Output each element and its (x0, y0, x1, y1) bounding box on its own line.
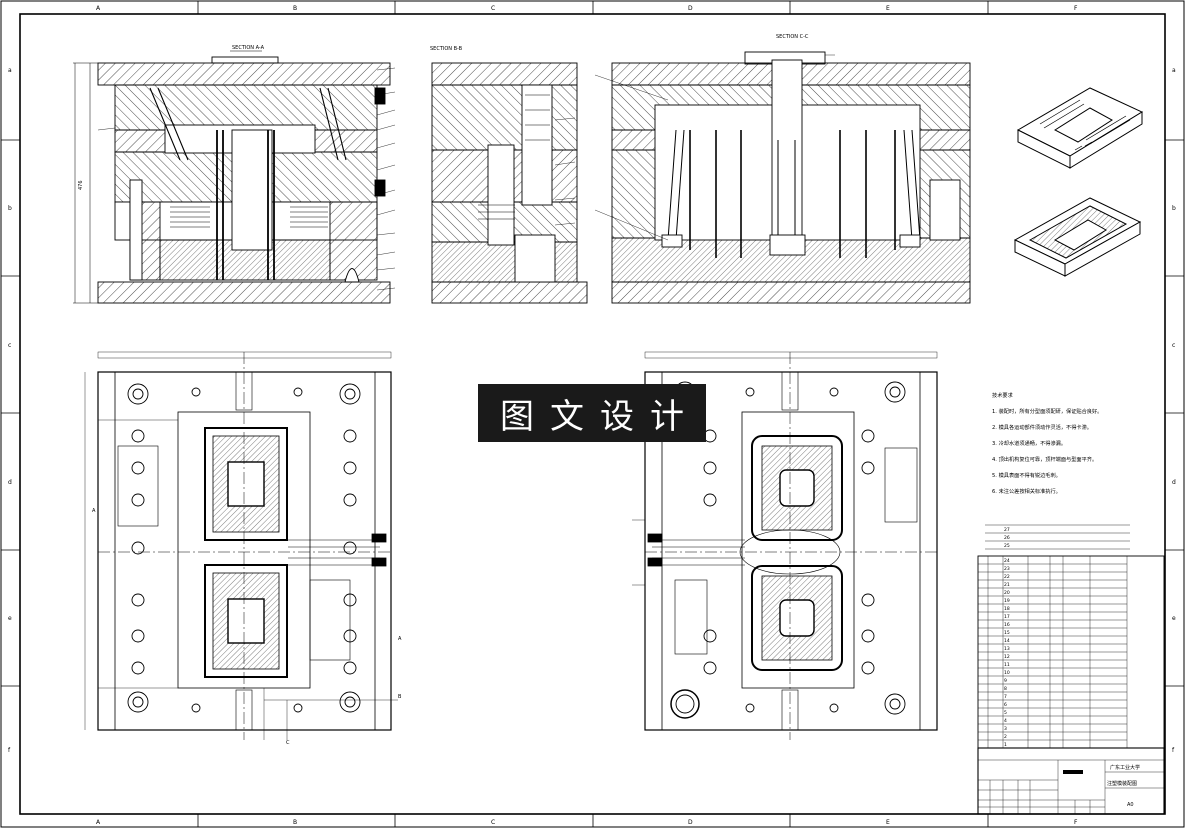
col-label: A (96, 5, 101, 12)
bom-item-number: 7 (1004, 694, 1007, 700)
note-line: 4. 顶出机构复位可靠，顶杆端面与型面平齐。 (992, 457, 1098, 463)
height-dimension: 476 (78, 180, 84, 190)
bom-table (977, 524, 1165, 749)
row-label: b (1172, 205, 1176, 212)
bom-item-number: 27 (1004, 527, 1010, 533)
drawing-name: 注塑模装配图 (1107, 780, 1137, 787)
col-label: B (293, 5, 297, 12)
sheet-size: A0 (1127, 802, 1134, 808)
bom-item-number: 6 (1004, 702, 1007, 708)
note-line: 6. 未注公差按相关标准执行。 (992, 489, 1061, 495)
section-a-a-view: SECTION A-A (73, 45, 396, 304)
technical-notes: 技术要求 1. 装配时，所有分型面须配研，保证贴合良好。 2. 模具各运动部件须… (992, 388, 1167, 500)
bom-item-number: 11 (1004, 662, 1010, 668)
row-label: c (1172, 342, 1175, 349)
col-label: D (688, 819, 693, 826)
row-label: a (1172, 67, 1176, 74)
bom-item-number: 19 (1004, 598, 1010, 604)
view-marker-c: C (286, 740, 290, 746)
col-label: A (96, 819, 101, 826)
bom-item-number: 22 (1004, 574, 1010, 580)
col-label: F (1074, 819, 1078, 826)
plan-view-right (632, 351, 938, 740)
part-iso-view-bottom (1013, 197, 1142, 277)
bom-item-number: 20 (1004, 590, 1010, 596)
watermark-text: 图文设计 (500, 396, 700, 437)
col-label: E (886, 819, 890, 826)
section-b-b-view: SECTION B-B (430, 46, 588, 304)
zone-labels: A B C D E F A B C D E F a b c d e f a b … (8, 5, 1176, 826)
plan-view-left: A A C B (84, 351, 402, 746)
col-label: B (293, 819, 297, 826)
bom-item-number: 26 (1004, 535, 1010, 541)
row-label: c (8, 342, 11, 349)
section-c-title: SECTION C-C (776, 34, 809, 40)
bom-item-number: 12 (1004, 654, 1010, 660)
bom-item-numbers: 24 23 22 21 20 19 18 17 16 15 14 13 12 1… (1004, 558, 1010, 748)
bom-item-number: 13 (1004, 646, 1010, 652)
bom-item-number: 17 (1004, 614, 1010, 620)
col-label: C (491, 5, 495, 12)
row-label: e (8, 615, 12, 622)
col-label: F (1074, 5, 1078, 12)
section-b-title: SECTION B-B (430, 46, 463, 52)
title-block-text: 广东工业大学 注塑模装配图 A0 (1107, 764, 1140, 808)
bom-item-number: 21 (1004, 582, 1010, 588)
col-label: D (688, 5, 693, 12)
bom-item-number: 1 (1004, 742, 1007, 748)
bom-item-number: 18 (1004, 606, 1010, 612)
note-line: 3. 冷却水道须通畅，不得渗漏。 (992, 441, 1067, 447)
bom-item-number: 10 (1004, 670, 1010, 676)
section-a-title: SECTION A-A (232, 45, 265, 51)
note-line: 5. 模具表面不得有锐边毛刺。 (992, 473, 1061, 479)
bom-item-number: 14 (1004, 638, 1010, 644)
row-label: f (8, 747, 11, 754)
col-label: C (491, 819, 495, 826)
bom-item-number: 8 (1004, 686, 1007, 692)
notes-title: 技术要求 (992, 393, 1013, 399)
col-label: E (886, 5, 890, 12)
view-marker-a-2: A (398, 636, 402, 642)
bom-item-number: 5 (1004, 710, 1007, 716)
bom-item-number: 4 (1004, 718, 1007, 724)
section-c-c-view: SECTION C-C (594, 34, 971, 304)
row-label: e (1172, 615, 1176, 622)
bom-item-number: 24 (1004, 558, 1010, 564)
view-marker-b: B (398, 694, 402, 700)
bom-item-number: 25 (1004, 543, 1010, 549)
view-marker-a: A (92, 508, 96, 514)
row-label: d (8, 479, 12, 486)
inner-border (19, 13, 1166, 815)
bom-item-number: 23 (1004, 566, 1010, 572)
row-label: b (8, 205, 12, 212)
part-iso-view-top (1016, 87, 1144, 169)
bom-top-numbers: 27 26 25 (1004, 527, 1010, 549)
note-line: 2. 模具各运动部件须动作灵活，不得卡滞。 (992, 425, 1092, 431)
bom-item-number: 16 (1004, 622, 1010, 628)
bom-item-number: 9 (1004, 678, 1007, 684)
watermark-badge: 图文设计 (478, 384, 706, 442)
note-line: 1. 装配时，所有分型面须配研，保证贴合良好。 (992, 409, 1103, 415)
bom-item-number: 15 (1004, 630, 1010, 636)
bom-item-number: 2 (1004, 734, 1007, 740)
school-name: 广东工业大学 (1110, 764, 1140, 771)
bom-item-number: 3 (1004, 726, 1007, 732)
row-label: f (1172, 747, 1175, 754)
row-label: d (1172, 479, 1176, 486)
title-block (977, 747, 1165, 815)
row-label: a (8, 67, 12, 74)
